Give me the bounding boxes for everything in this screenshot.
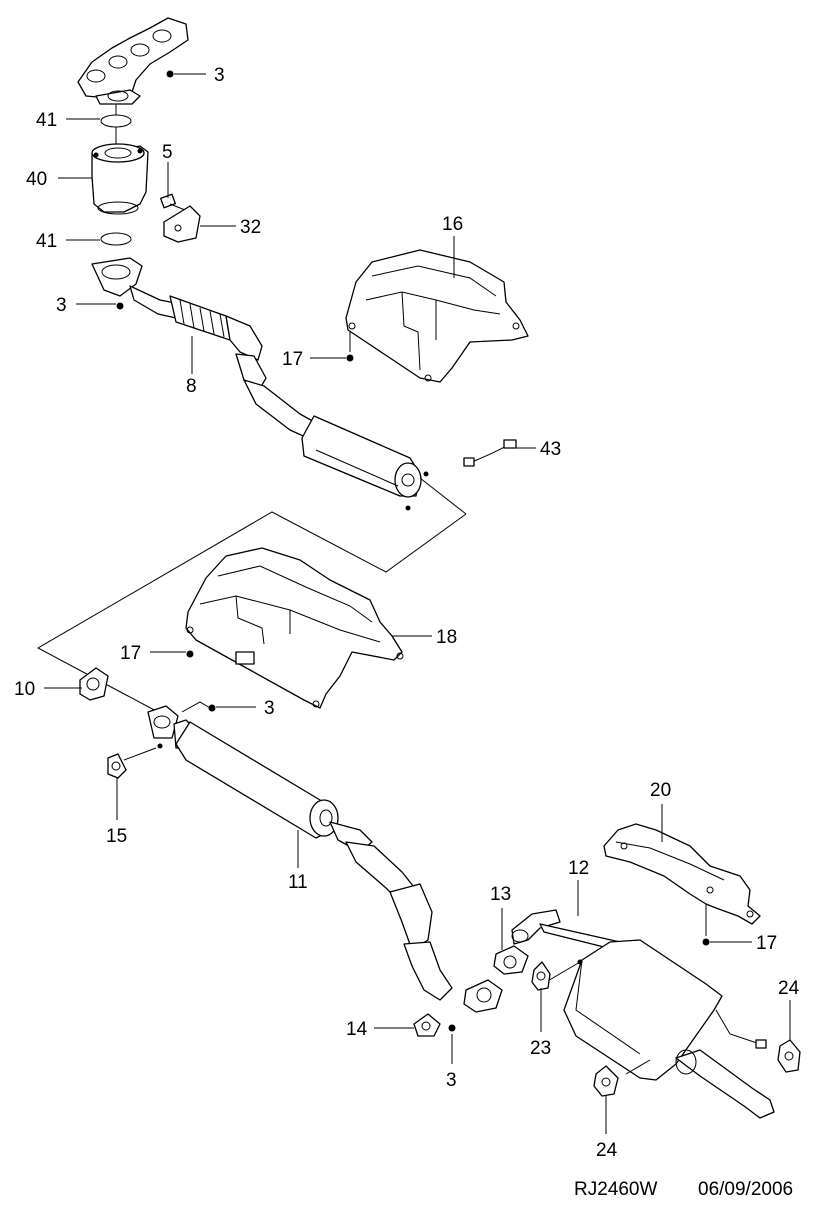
leader-lines (44, 73, 791, 1134)
gasket-upper (100, 114, 132, 128)
catalytic-converter (91, 143, 149, 215)
callout-18: 18 (436, 627, 457, 648)
callout-41-lower: 41 (36, 231, 57, 252)
rear-muffler (511, 909, 775, 1119)
hanger-24-bottom (593, 1065, 619, 1097)
callout-3-lower: 3 (446, 1070, 457, 1091)
intermediate-muffler (147, 705, 453, 1001)
callout-3-flange: 3 (56, 295, 67, 316)
pipe-flange (463, 979, 503, 1013)
hanger-23 (531, 961, 551, 991)
callout-17-mid: 17 (120, 643, 141, 664)
callout-11: 11 (288, 872, 308, 893)
hanger-14 (413, 1013, 441, 1037)
drawing-date: 06/09/2006 (698, 1179, 793, 1200)
gasket-13 (493, 945, 529, 975)
callout-10: 10 (14, 679, 35, 700)
callout-labels: 3 41 5 40 41 32 3 8 16 17 43 18 17 10 3 … (14, 65, 800, 1161)
front-muffler (301, 415, 429, 511)
front-pipe (91, 257, 319, 441)
callout-23: 23 (530, 1038, 551, 1059)
heat-shield-20 (603, 823, 761, 925)
heat-shield-16 (345, 249, 529, 383)
callout-16: 16 (442, 214, 463, 235)
callout-3-manifold: 3 (214, 65, 225, 86)
bolt-5 (160, 193, 191, 213)
callout-3-mid: 3 (264, 698, 275, 719)
callout-24-bottom: 24 (596, 1140, 618, 1161)
callout-8: 8 (186, 376, 197, 397)
callout-41-upper: 41 (36, 110, 57, 131)
callout-20: 20 (650, 780, 671, 801)
callout-5: 5 (162, 142, 173, 163)
callout-32: 32 (240, 217, 261, 238)
callout-15: 15 (106, 826, 127, 847)
callout-24-right: 24 (778, 978, 800, 999)
callout-17-upper: 17 (282, 349, 303, 370)
hanger-15 (107, 743, 163, 779)
gasket-10 (79, 667, 109, 701)
oxygen-sensor (463, 439, 517, 467)
hanger-24-right (777, 1039, 801, 1073)
callout-12: 12 (568, 858, 589, 879)
bracket-32 (163, 205, 201, 243)
gasket-lower (100, 232, 132, 246)
callout-43: 43 (540, 439, 561, 460)
callout-17-rear: 17 (756, 933, 777, 954)
heat-shield-18 (185, 547, 404, 709)
drawing-code: RJ2460W (574, 1179, 657, 1200)
callout-40: 40 (26, 169, 47, 190)
callout-13: 13 (490, 884, 511, 905)
callout-14: 14 (346, 1019, 368, 1040)
exhaust-manifold (77, 17, 189, 105)
